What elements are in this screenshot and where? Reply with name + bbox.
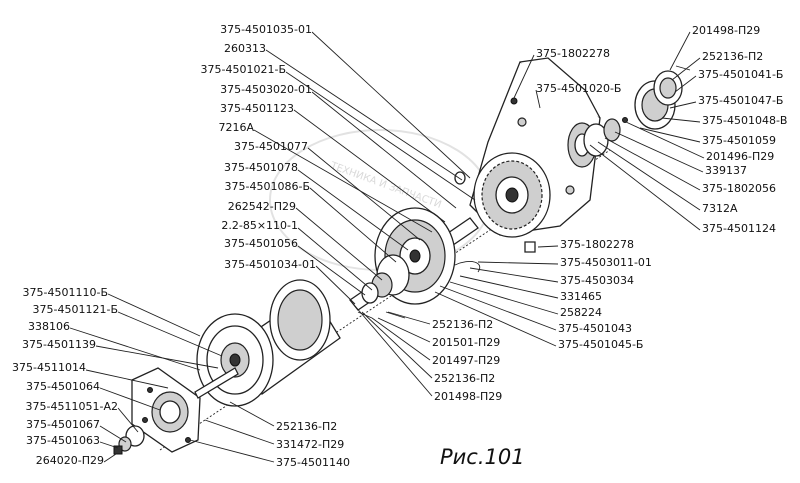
part-label: 201498-П29 xyxy=(434,390,502,403)
drum-shaft xyxy=(194,367,239,399)
watermark-text: ТЕХНИКА И ЗАПЧАСТИ xyxy=(328,160,443,211)
plug-top xyxy=(510,97,518,105)
part-label: 375-4501059 xyxy=(702,134,776,147)
part-label: 375-4501035-01 xyxy=(220,23,312,36)
part-label: 375-4501045-Б xyxy=(558,338,643,351)
winch-drum xyxy=(196,279,341,407)
part-label: 375-4501139 xyxy=(22,338,96,351)
part-label: 375-4503011-01 xyxy=(560,256,652,269)
part-label: 375-4501047-Б xyxy=(698,94,783,107)
part-label: 7216А xyxy=(218,121,254,134)
part-label: 375-4501123 xyxy=(220,102,294,115)
part-label: 258224 xyxy=(560,306,602,319)
part-label: 375-4501020-Б xyxy=(536,82,621,95)
labels-right: 375-1802278 375-4501020-Б 201498-П29 252… xyxy=(536,24,787,351)
part-label: 252136-П2 xyxy=(432,318,493,331)
part-label: 375-1802056 xyxy=(702,182,776,195)
part-label: 252136-П2 xyxy=(434,372,495,385)
part-label: 264020-П29 xyxy=(36,454,104,467)
nut xyxy=(113,445,123,455)
part-label: 375-1802278 xyxy=(536,47,610,60)
part-label: 331465 xyxy=(560,290,602,303)
brake-disc xyxy=(361,207,456,305)
part-label: 375-4503034 xyxy=(560,274,634,287)
part-label: 201497-П29 xyxy=(432,354,500,367)
part-label: 375-4511014 xyxy=(12,361,86,374)
part-label: 375-4501067 xyxy=(26,418,100,431)
part-label: 375-4501078 xyxy=(224,161,298,174)
part-label: 7312А xyxy=(702,202,738,215)
part-label: 375-4501043 xyxy=(558,322,632,335)
spring-clip xyxy=(454,261,481,273)
part-label: 375-4501041-Б xyxy=(698,68,783,81)
part-label: 338106 xyxy=(28,320,70,333)
part-label: 375-4501034-01 xyxy=(224,258,316,271)
part-label: 375-4501140 xyxy=(276,456,350,469)
parts-drawing xyxy=(113,57,691,455)
part-label: 262542-П29 xyxy=(228,200,296,213)
part-label: 375-4511051-А2 xyxy=(26,400,118,413)
part-label: 2.2-85×110-1 xyxy=(221,219,298,232)
part-label: 375-4501021-Б xyxy=(201,63,286,76)
figure-caption: Рис.101 xyxy=(440,445,525,469)
small-bushing xyxy=(454,171,466,185)
right-end-caps xyxy=(583,65,691,157)
part-label: 331472-П29 xyxy=(276,438,344,451)
part-label: 260313 xyxy=(224,42,266,55)
part-label: 252136-П2 xyxy=(702,50,763,63)
worm-gear xyxy=(473,152,551,238)
part-label: 339137 xyxy=(705,164,747,177)
part-label: 375-4501121-Б xyxy=(33,303,118,316)
part-label: 375-4503020-01 xyxy=(220,83,312,96)
part-label: 375-4501056 xyxy=(224,237,298,250)
part-label: 375-4501063 xyxy=(26,434,100,447)
part-label: 201498-П29 xyxy=(692,24,760,37)
leader-lines xyxy=(69,31,705,463)
plug-bottom xyxy=(524,241,536,253)
part-label: 375-1802278 xyxy=(560,238,634,251)
part-label: 375-4501124 xyxy=(702,222,776,235)
part-label: 375-4501086-Б xyxy=(225,180,310,193)
part-label: 375-4501048-В xyxy=(702,114,787,127)
part-label: 375-4501110-Б xyxy=(23,286,108,299)
part-label: 375-4501064 xyxy=(26,380,100,393)
part-label: 252136-П2 xyxy=(276,420,337,433)
part-label: 201501-П29 xyxy=(432,336,500,349)
part-label: 375-4501077 xyxy=(234,140,308,153)
part-label: 201496-П29 xyxy=(706,150,774,163)
labels-bottom: 252136-П2 201501-П29 201497-П29 252136-П… xyxy=(276,318,502,469)
labels-left: 375-4501035-01 260313 375-4501021-Б 375-… xyxy=(12,23,316,467)
